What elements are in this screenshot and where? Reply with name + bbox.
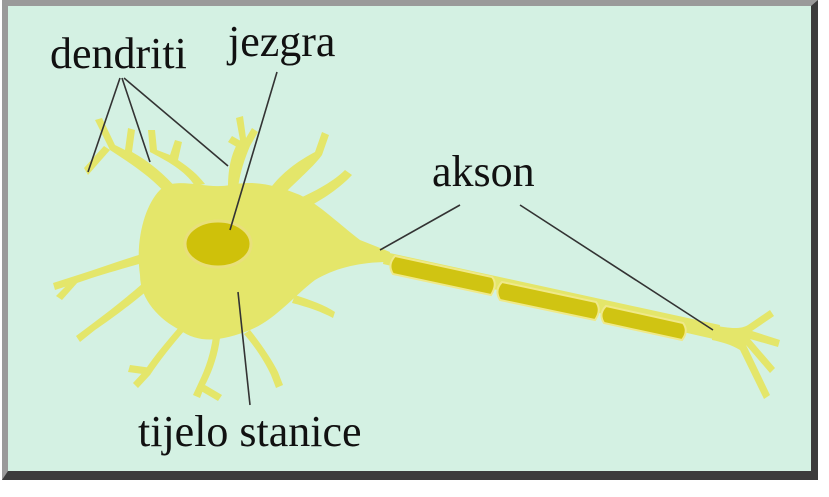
- axon-pointer-1: [380, 205, 460, 250]
- label-dendrites: dendriti: [50, 32, 187, 76]
- dendrite-pointer-1: [88, 78, 120, 172]
- label-nucleus: jezgra: [228, 20, 335, 64]
- myelin-segments: [390, 256, 685, 340]
- nucleus-shape: [185, 221, 251, 267]
- label-cell-body: tijelo stanice: [138, 410, 362, 454]
- label-axon: akson: [432, 150, 535, 194]
- myelin-segment: [390, 256, 494, 295]
